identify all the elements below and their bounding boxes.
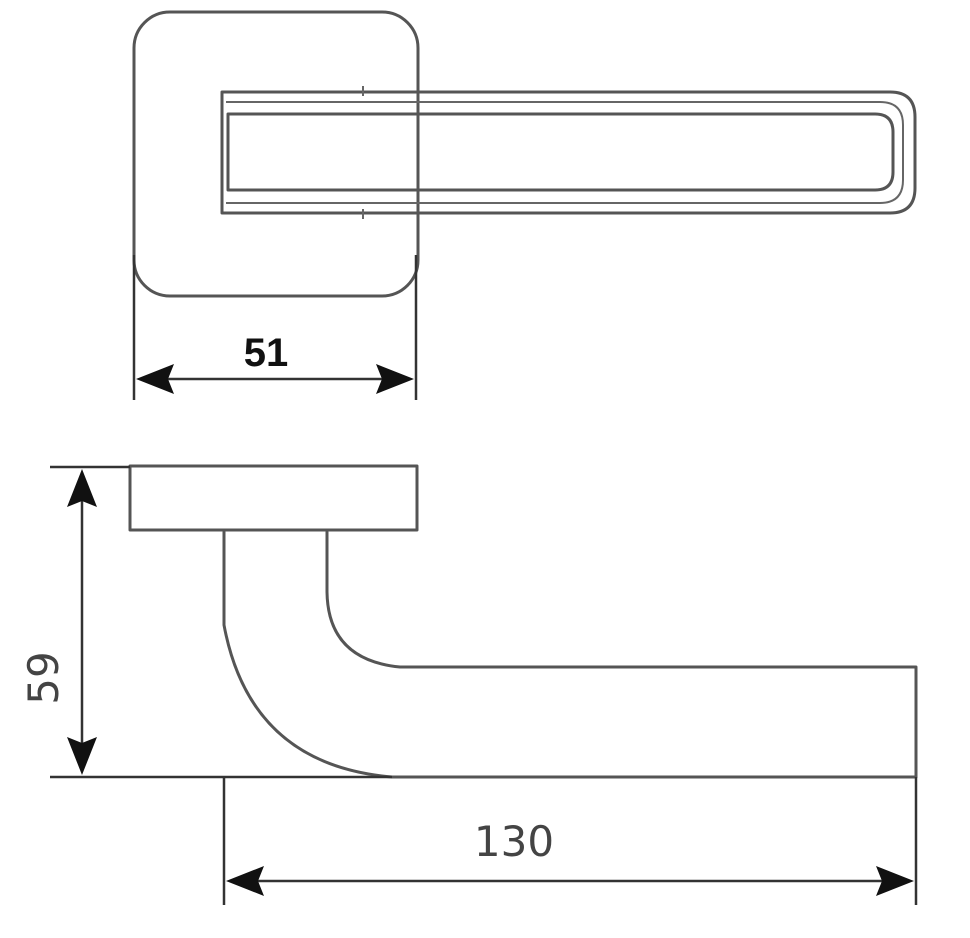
- arrowhead-start: [226, 866, 264, 896]
- arrowhead-left: [136, 364, 174, 394]
- dimension-label-height: 59: [19, 651, 68, 704]
- arrowhead-bottom: [67, 737, 97, 775]
- arrowhead-end: [876, 866, 914, 896]
- arrowhead-top: [67, 469, 97, 507]
- arrowhead-right: [376, 364, 414, 394]
- dimension-label-length: 130: [474, 817, 554, 866]
- lever-arm-outer: [220, 90, 917, 215]
- lever-arm-inner: [226, 101, 904, 204]
- top-view: 51: [132, 10, 917, 400]
- lever-profile-outer: [222, 530, 918, 779]
- rose-plate: [132, 10, 420, 298]
- side-view: 59 130: [19, 464, 918, 905]
- dimension-label-width: 51: [244, 331, 289, 375]
- rose-profile: [128, 464, 419, 532]
- lever-arm-inlay: [226, 112, 895, 192]
